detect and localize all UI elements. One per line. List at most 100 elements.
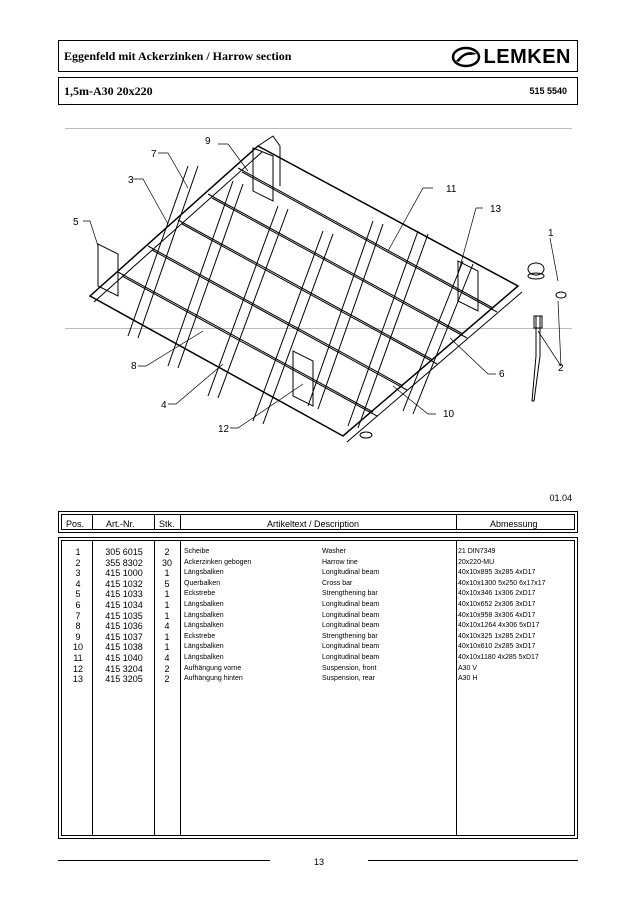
cell-text-en: Cross bar (322, 579, 353, 587)
col-header-art-nr: Art.-Nr. (106, 519, 135, 529)
parts-table-header: Pos. Art.-Nr. Stk. Artikeltext / Descrip… (58, 511, 578, 533)
cell-qty: 4 (164, 621, 170, 632)
cell-text-en: Strengthening bar (322, 590, 378, 598)
cell-text-en: Washer (322, 548, 346, 555)
lemken-logo: LEMKEN (451, 45, 571, 69)
harrow-tine (531, 315, 541, 402)
document-title: Eggenfeld mit Ackerzinken / Harrow secti… (64, 49, 292, 63)
longitudinal-beam (402, 260, 474, 415)
cell-text-en: Longitudinal beam (322, 622, 380, 630)
cell-dimension: 20x220-MU (458, 558, 495, 566)
cross-bar (151, 249, 408, 391)
nut (527, 262, 545, 276)
cell-qty: 4 (164, 653, 170, 663)
callout-9: 9 (205, 136, 211, 147)
longitudinal-beam (307, 220, 384, 410)
callout-7: 7 (151, 149, 157, 160)
cell-dimension: 40x10x652 2x306 3xD17 (458, 601, 536, 608)
cell-art-nr: 415 1032 (105, 578, 143, 589)
cell-text-en: Longitudinal beam (322, 654, 380, 661)
longitudinal-beam (347, 230, 429, 429)
cross-bar (121, 275, 378, 417)
cell-pos: 10 (72, 642, 83, 653)
frame-left-edge (93, 151, 263, 303)
cell-pos: 9 (75, 631, 81, 642)
cell-pos: 4 (75, 578, 81, 589)
cross-bar (181, 223, 438, 365)
cell-dimension: 40x10x895 3x285 4xD17 (458, 569, 536, 577)
frame-outline (88, 145, 520, 437)
col-header-dimension: Abmessung (490, 519, 538, 529)
lemken-wordmark: LEMKEN (483, 45, 571, 68)
cell-pos: 2 (75, 557, 81, 568)
callout-1: 1 (548, 228, 554, 239)
lemken-emblem-icon (451, 46, 480, 68)
cell-text-de: Ackerzinken gebogen (184, 558, 252, 566)
callout-2: 2 (558, 363, 564, 374)
cell-text-de: Eckstrebe (184, 590, 216, 598)
frame-right-edge (346, 291, 523, 443)
longitudinal-beam (252, 230, 334, 425)
document-subtitle: 1,5m-A30 20x220 (64, 84, 153, 98)
cell-pos: 5 (75, 589, 81, 600)
longitudinal-beam (167, 180, 244, 369)
cell-dimension: 21 DIN7349 (458, 548, 496, 555)
cell-dimension: 40x10x346 1x306 2xD17 (458, 590, 536, 598)
cell-pos: 6 (75, 600, 81, 610)
drawing-top-rule (65, 128, 572, 129)
cell-qty: 2 (164, 663, 170, 674)
suspension-front (292, 350, 314, 407)
cell-pos: 12 (72, 663, 83, 674)
tine-thread (533, 315, 543, 329)
cross-bar (147, 245, 404, 387)
drawing-mid-rule (65, 328, 572, 329)
col-header-description: Artikeltext / Description (267, 519, 360, 529)
cell-dimension: A30 H (458, 675, 478, 683)
cell-text-de: Längsbalken (184, 569, 224, 577)
cell-qty: 1 (164, 568, 170, 579)
cell-dimension: 40x10x1264 4x306 5xD17 (458, 622, 540, 630)
callout-8: 8 (131, 361, 137, 372)
cell-qty: 1 (164, 610, 170, 621)
cell-art-nr: 415 1040 (105, 653, 143, 663)
callout-6: 6 (499, 369, 505, 380)
cell-text-de: Aufhängung hinten (184, 675, 243, 683)
cell-art-nr: 415 1038 (105, 642, 143, 653)
cell-text-en: Longitudinal beam (322, 611, 380, 619)
cell-pos: 11 (73, 653, 83, 663)
washer (359, 431, 373, 439)
cell-text-en: Harrow tine (322, 558, 358, 566)
cell-art-nr: 415 1035 (105, 610, 143, 621)
header-title-box: Eggenfeld mit Ackerzinken / Harrow secti… (58, 40, 578, 72)
washer (555, 291, 567, 299)
cell-text-de: Querbalken (184, 579, 221, 587)
cell-dimension: 40x10x325 1x285 2xD17 (458, 632, 536, 640)
revision-date: 01.04 (549, 493, 572, 503)
cell-art-nr: 415 3205 (105, 674, 143, 685)
cell-text-de: Längsbalken (184, 601, 224, 608)
suspension-rear (252, 147, 274, 202)
cell-qty: 1 (164, 600, 170, 610)
cell-qty: 30 (161, 557, 172, 568)
cell-art-nr: 415 1034 (105, 600, 143, 610)
cell-dimension: 40x10x610 2x285 3xD17 (458, 643, 536, 651)
callout-11: 11 (446, 184, 457, 195)
cell-dimension: A30 V (458, 664, 478, 672)
callout-10: 10 (443, 409, 455, 420)
cross-bar (117, 271, 374, 413)
cell-art-nr: 415 3204 (105, 663, 143, 674)
cross-bar (237, 167, 494, 309)
cross-bar (211, 197, 468, 339)
cell-pos: 8 (75, 621, 81, 632)
col-header-pos: Pos. (66, 519, 85, 529)
cell-text-en: Longitudinal beam (322, 643, 380, 651)
cell-pos: 13 (72, 674, 83, 685)
cell-qty: 2 (164, 674, 170, 685)
